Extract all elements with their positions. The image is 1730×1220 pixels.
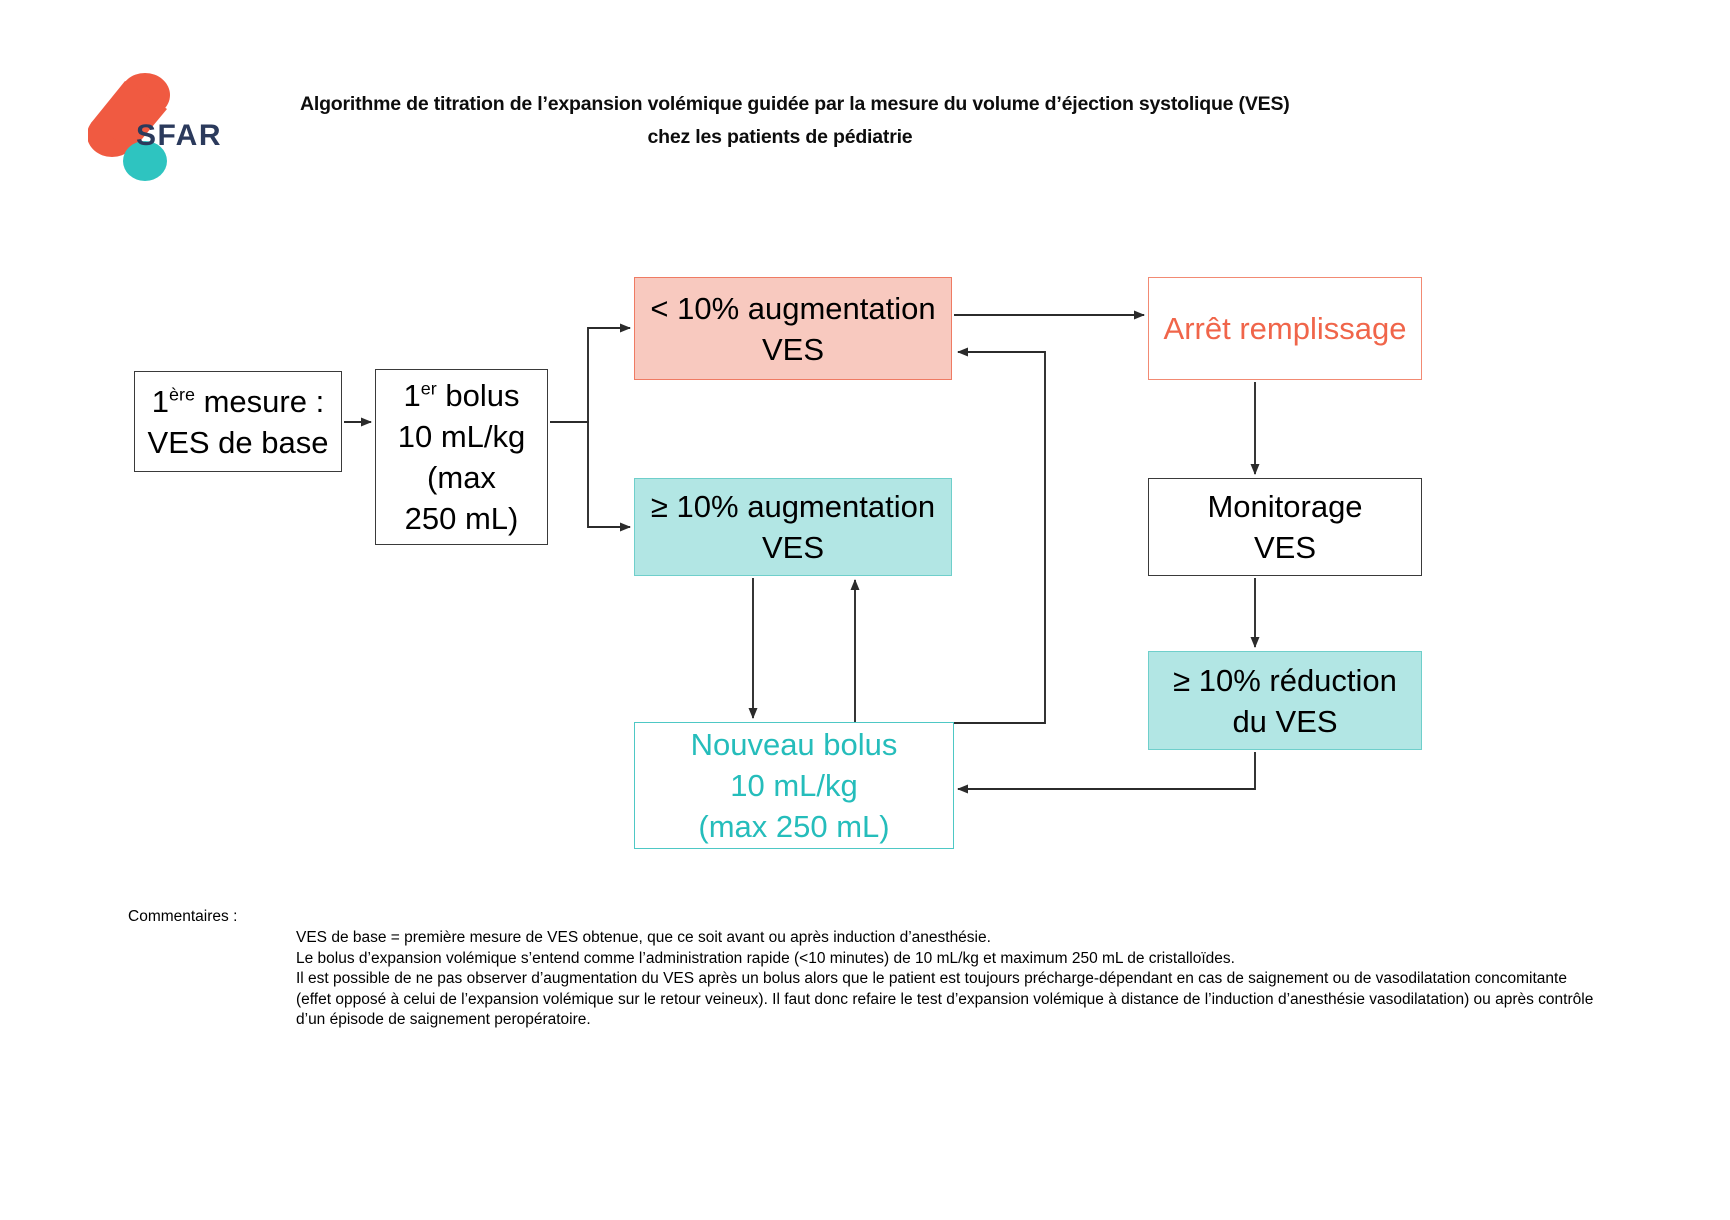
superscript-er: er	[420, 378, 437, 399]
node-plus-10-augmentation-ves[interactable]: ≥ 10% augmentation VES	[634, 478, 952, 576]
comment-paragraph: Il est possible de ne pas observer d’aug…	[296, 970, 1594, 1028]
node-line: Monitorage	[1207, 489, 1363, 524]
node-line: Nouveau bolus	[690, 727, 898, 762]
node-line: 10 mL/kg	[397, 419, 526, 454]
node-nouveau-bolus[interactable]: Nouveau bolus 10 mL/kg (max 250 mL)	[634, 722, 954, 849]
node-line: VES de base	[147, 424, 329, 460]
node-line: (max	[427, 460, 496, 495]
comments-body: VES de base = première mesure de VES obt…	[296, 928, 1606, 1031]
sfar-logo-svg: SFAR	[87, 73, 222, 181]
edge-bolus-to-sup10	[550, 421, 631, 532]
node-line: < 10% augmentation	[650, 290, 936, 326]
logo-wordmark: SFAR	[136, 119, 222, 152]
title-line-2: chez les patients de pédiatrie	[647, 126, 913, 148]
node-line: 10 mL/kg	[730, 768, 858, 803]
node-line: du VES	[1232, 703, 1338, 739]
node-monitorage-ves[interactable]: Monitorage VES	[1148, 478, 1422, 576]
node-reduction-ves[interactable]: ≥ 10% réduction du VES	[1148, 651, 1422, 750]
node-premiere-mesure[interactable]: 1ère mesure : VES de base	[134, 371, 342, 472]
logo-red-shape	[87, 73, 170, 157]
node-line: 250 mL)	[404, 501, 519, 536]
node-arret-remplissage[interactable]: Arrêt remplissage	[1148, 277, 1422, 380]
title-line-1: Algorithme de titration de l’expansion v…	[300, 93, 1290, 115]
superscript-ere: ère	[169, 384, 195, 405]
node-line: VES	[761, 530, 825, 565]
page-title: Algorithme de titration de l’expansion v…	[300, 88, 1290, 154]
node-line: Arrêt remplissage	[1163, 311, 1407, 346]
sfar-logo: SFAR	[87, 73, 223, 183]
node-moins-10-augmentation-ves[interactable]: < 10% augmentation VES	[634, 277, 952, 380]
node-line: ≥ 10% augmentation	[650, 489, 936, 524]
edge-nouveau-to-inf10	[954, 347, 1046, 724]
comment-paragraph: VES de base = première mesure de VES obt…	[296, 929, 991, 946]
node-line: VES	[761, 331, 825, 367]
node-line: VES	[1253, 530, 1317, 565]
node-line: ≥ 10% réduction	[1173, 662, 1397, 698]
edge-reduction-to-nouveau	[957, 752, 1256, 794]
comment-paragraph: Le bolus d’expansion volémique s’entend …	[296, 949, 1235, 967]
node-line: 1er bolus	[403, 378, 520, 413]
node-line: (max 250 mL)	[698, 809, 890, 844]
edge-bolus-to-inf10	[550, 323, 631, 423]
comments-label: Commentaires :	[128, 908, 238, 925]
node-line: 1ère mesure :	[151, 383, 325, 419]
node-premier-bolus[interactable]: 1er bolus 10 mL/kg (max 250 mL)	[375, 369, 548, 545]
logo-teal-circle	[123, 141, 167, 181]
